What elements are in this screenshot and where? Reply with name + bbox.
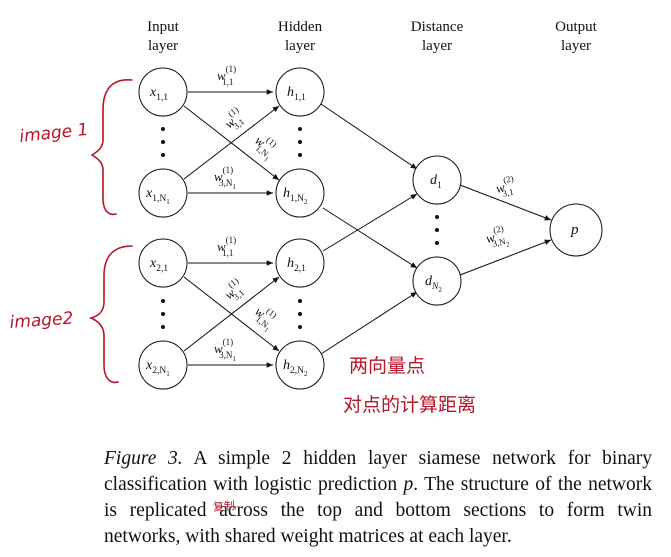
header-hidden-line1: Hidden (278, 19, 323, 35)
node-x21 (138, 238, 188, 288)
label-x2N: x2,N1 (145, 358, 170, 378)
weight-w3N-output: w(2)3,N2 (484, 223, 511, 253)
figure-caption: Figure 3. A simple 2 hidden layer siames… (104, 446, 652, 550)
edge-h1N-dN (322, 207, 418, 269)
weight-w1N-top: w(1)1,N1 (248, 129, 282, 163)
header-hidden-line2: layer (285, 38, 315, 54)
header-distance-line1: Distance (411, 19, 464, 35)
caption-text-part1: A simple 2 hidden layer siamese network … (104, 448, 652, 495)
caption-text-part2: . The structure of the network is replic… (104, 474, 652, 547)
weight-w3N-bottom: w(1)3,N1 (214, 337, 236, 363)
weight-w3N-top: w(1)3,N1 (214, 165, 236, 191)
node-dN (412, 256, 462, 306)
handwritten-braces (88, 79, 133, 384)
label-x1N: x1,N1 (145, 186, 170, 206)
header-output-line1: Output (555, 19, 598, 35)
annotation-replicated-note: 复制 (212, 499, 236, 514)
node-h2N (275, 340, 325, 390)
node-x2N (138, 340, 188, 390)
header-output-line2: layer (561, 38, 591, 54)
annotation-note-line1: 两向量点 (349, 355, 425, 377)
weight-w31-top: w(1)3,1 (219, 105, 248, 135)
header-input-line2: layer (148, 38, 178, 54)
edge-x1N-h11 (183, 105, 280, 180)
weight-w31-bottom: w(1)3,1 (219, 276, 248, 306)
edge-x2N-h21 (183, 276, 280, 352)
label-x11: x1,1 (149, 85, 168, 103)
weight-w11-top: w(1)1,1 (217, 64, 236, 87)
edge-h21-d1 (322, 193, 418, 252)
edge-dN-p (459, 239, 552, 276)
label-h21: h2,1 (287, 256, 306, 274)
caption-math-p: p (403, 474, 414, 495)
header-distance-line2: layer (422, 38, 452, 54)
label-d1: d1 (430, 173, 442, 191)
brace-bottom (88, 245, 133, 384)
node-x11 (138, 67, 188, 117)
annotation-image2: image2 (9, 309, 74, 333)
node-h21 (275, 238, 325, 288)
edge-h11-d1 (320, 103, 418, 170)
node-h11 (275, 67, 325, 117)
annotation-image1: image 1 (18, 120, 89, 147)
node-x1N (138, 168, 188, 218)
label-p: p (570, 222, 579, 238)
label-h1N: h1,N2 (283, 186, 308, 206)
weight-w1N-bottom: w(1)1,N1 (248, 300, 282, 334)
brace-top (90, 79, 133, 216)
edges (183, 89, 552, 368)
weight-w11-bottom: w(1)1,1 (217, 235, 236, 258)
node-d1 (412, 155, 462, 205)
caption-figure-label: Figure 3. (104, 448, 183, 469)
edge-d1-p (459, 184, 552, 221)
node-h1N (275, 168, 325, 218)
label-h11: h1,1 (287, 85, 306, 103)
siamese-network-diagram: Input layer Hidden layer Distance layer … (9, 19, 603, 416)
label-h2N: h2,N2 (283, 358, 308, 378)
header-input-line1: Input (147, 19, 179, 35)
ellipsis-dots (161, 127, 439, 329)
label-x21: x2,1 (149, 256, 168, 274)
label-dN: dN2 (425, 274, 442, 294)
weight-w31-output: w(2)3,1 (494, 173, 518, 199)
edge-h2N-dN (320, 291, 418, 355)
node-p (549, 203, 603, 257)
annotation-note-line2: 对点的计算距离 (343, 394, 476, 416)
